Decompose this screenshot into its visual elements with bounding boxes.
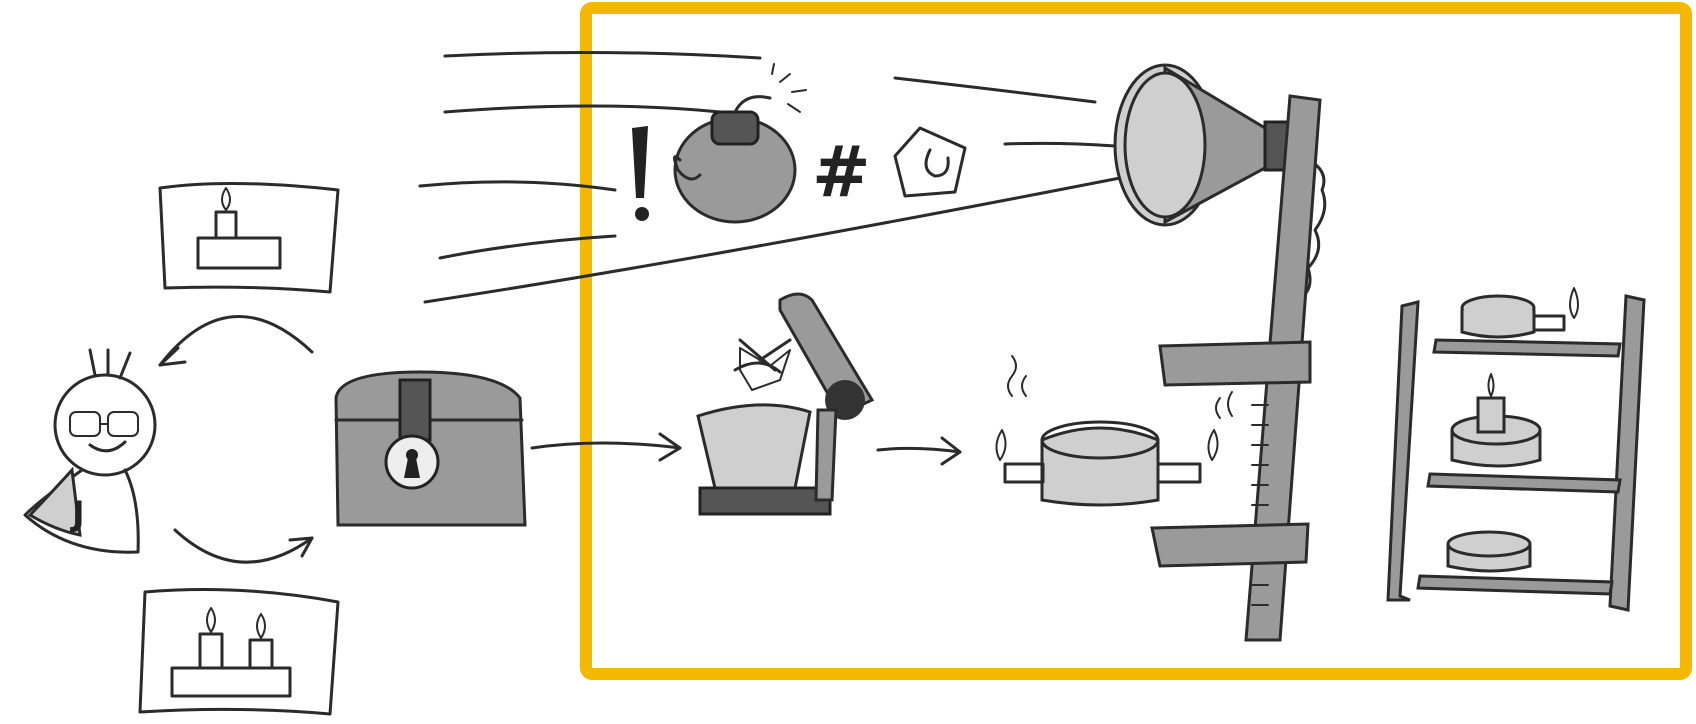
highlight-frame bbox=[580, 2, 1692, 680]
stand-mixer-icon bbox=[696, 292, 875, 516]
sound-lines-icon bbox=[418, 50, 1122, 304]
megaphone-icon bbox=[1113, 63, 1327, 302]
cycle-arrow-bottom-icon bbox=[173, 528, 314, 564]
bomb-icon bbox=[673, 63, 807, 224]
treasure-chest-icon bbox=[334, 370, 527, 527]
spiral-icon bbox=[893, 126, 967, 198]
person-shirt-letter: J bbox=[70, 494, 85, 534]
cooking-pot-icon bbox=[995, 355, 1233, 507]
exclamation-icon bbox=[632, 126, 649, 221]
cake-shelf-icon bbox=[1386, 287, 1646, 612]
arrow-mixer-to-pot-icon bbox=[876, 436, 962, 466]
one-candle-card-icon bbox=[158, 181, 340, 294]
two-candle-card-icon bbox=[138, 588, 340, 716]
measuring-pole-icon bbox=[1150, 94, 1322, 642]
arrow-chest-to-mixer-icon bbox=[530, 432, 682, 462]
hash-symbol: # bbox=[812, 131, 871, 213]
person-icon: J bbox=[23, 348, 157, 554]
cycle-arrow-top-icon bbox=[158, 315, 314, 367]
